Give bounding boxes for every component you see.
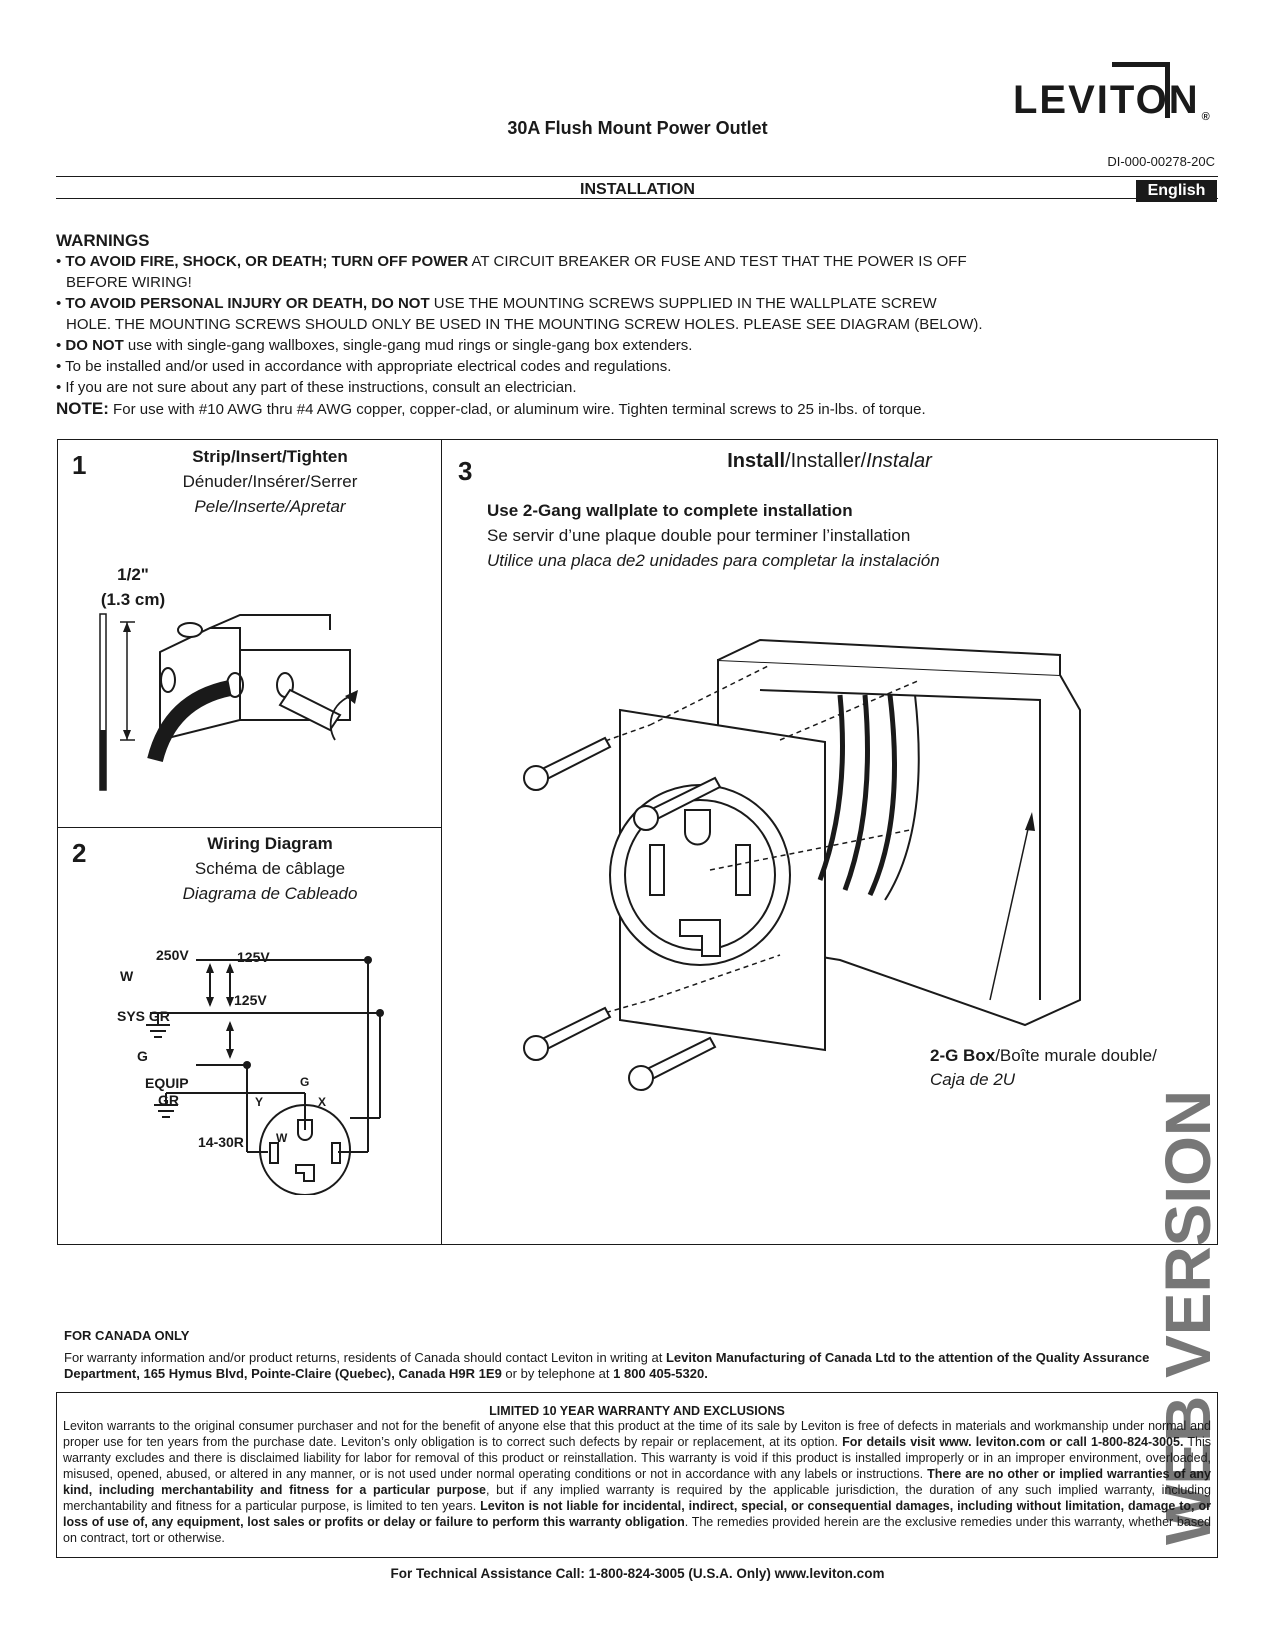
warning-3: • DO NOT use with single-gang wallboxes,… bbox=[56, 337, 693, 354]
strip-length-label: 1/2" (1.3 cm) bbox=[100, 565, 166, 609]
label-250v: 250V bbox=[156, 947, 189, 963]
warranty-text: Leviton warrants to the original consume… bbox=[63, 1419, 1211, 1545]
canada-section: FOR CANADA ONLY For warranty information… bbox=[64, 1328, 1214, 1382]
label-gr: GR bbox=[158, 1092, 179, 1108]
brand-logo: LEVITON® bbox=[1013, 78, 1212, 123]
pin-x-label: X bbox=[318, 1095, 326, 1109]
page-title: 30A Flush Mount Power Outlet bbox=[507, 118, 768, 138]
step-3-instructions: Use 2-Gang wallplate to complete install… bbox=[487, 501, 940, 570]
technical-assistance-footer: For Technical Assistance Call: 1-800-824… bbox=[390, 1566, 885, 1581]
canada-text: For warranty information and/or product … bbox=[64, 1350, 1150, 1381]
warning-5: • If you are not sure about any part of … bbox=[56, 379, 577, 396]
step-1-number: 1 bbox=[72, 450, 87, 480]
pin-w-label: W bbox=[276, 1131, 288, 1145]
note: NOTE: For use with #10 AWG thru #4 AWG c… bbox=[56, 399, 926, 418]
label-model: 14-30R bbox=[198, 1134, 244, 1150]
top-rule bbox=[56, 176, 1218, 177]
steps-box bbox=[57, 439, 1218, 1245]
step-1-title: Strip/Insert/Tighten Dénuder/Insérer/Ser… bbox=[182, 447, 358, 516]
logo-bar-vertical bbox=[1165, 62, 1170, 118]
pin-g-label: G bbox=[300, 1075, 309, 1089]
warranty-heading: LIMITED 10 YEAR WARRANTY AND EXCLUSIONS bbox=[489, 1404, 785, 1418]
warnings-heading: WARNINGS bbox=[56, 231, 150, 250]
section-rule bbox=[56, 198, 1218, 199]
label-125v-bottom: 125V bbox=[234, 992, 267, 1008]
wiring-diagram: 250V 125V 125V W SYS GR G EQUIP GR 14-30… bbox=[117, 947, 384, 1195]
label-equip: EQUIP bbox=[145, 1075, 189, 1091]
strip-insert-illustration bbox=[99, 613, 358, 791]
warning-1: • TO AVOID FIRE, SHOCK, OR DEATH; TURN O… bbox=[56, 253, 967, 270]
pin-y-label: Y bbox=[255, 1095, 263, 1109]
step-3-number: 3 bbox=[458, 456, 473, 486]
warnings-section: WARNINGS • TO AVOID FIRE, SHOCK, OR DEAT… bbox=[56, 230, 1216, 420]
steps-horizontal-divider bbox=[57, 827, 441, 828]
warning-4: • To be installed and/or used in accorda… bbox=[56, 358, 672, 375]
steps-vertical-divider bbox=[441, 439, 442, 1245]
step-2-title: Wiring Diagram Schéma de câblage Diagram… bbox=[182, 834, 358, 903]
section-heading: INSTALLATION bbox=[580, 181, 695, 198]
logo-bar bbox=[1112, 62, 1170, 67]
svg-text:WEB VERSION: WEB VERSION bbox=[1152, 1090, 1224, 1545]
warranty-box: LIMITED 10 YEAR WARRANTY AND EXCLUSIONS … bbox=[56, 1392, 1218, 1558]
warning-1-cont: BEFORE WIRING! bbox=[66, 274, 192, 291]
language-badge: English bbox=[1136, 180, 1217, 202]
label-125v-top: 125V bbox=[237, 949, 270, 965]
label-g: G bbox=[137, 1048, 148, 1064]
warning-2: • TO AVOID PERSONAL INJURY OR DEATH, DO … bbox=[56, 295, 937, 312]
web-version-watermark: WEB VERSION bbox=[1152, 1090, 1224, 1545]
canada-heading: FOR CANADA ONLY bbox=[64, 1328, 190, 1343]
label-sys-gr: SYS GR bbox=[117, 1008, 170, 1024]
step-3-title: Install/Installer/Instalar bbox=[727, 450, 932, 472]
two-gang-box-label: 2-G Box/Boîte murale double/ Caja de 2U bbox=[930, 1046, 1157, 1089]
step-2-number: 2 bbox=[72, 838, 87, 868]
document-id: DI-000-00278-20C bbox=[1107, 154, 1215, 169]
label-w: W bbox=[120, 968, 134, 984]
installation-illustration bbox=[523, 638, 1081, 1091]
warning-2-cont: HOLE. THE MOUNTING SCREWS SHOULD ONLY BE… bbox=[66, 316, 983, 333]
